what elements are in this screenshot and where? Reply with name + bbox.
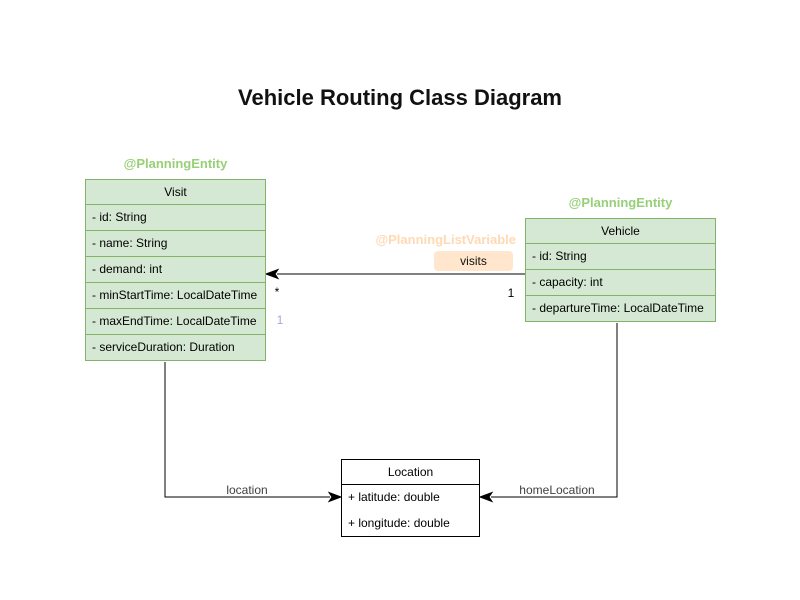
stray-multiplicity-one: 1 [276, 313, 284, 327]
planning-list-variable-annotation: @PlanningListVariable [375, 232, 516, 247]
visits-multiplicity-star: * [274, 285, 280, 299]
vehicle-class-box: Vehicle - id: String - capacity: int - d… [525, 218, 716, 322]
vehicle-attribute: - id: String [526, 244, 715, 270]
location-class-box: Location + latitude: double + longitude:… [341, 459, 480, 537]
vehicle-planning-entity-annotation: @PlanningEntity [568, 195, 673, 210]
visit-attribute: - minStartTime: LocalDateTime [86, 283, 265, 309]
home-location-edge-label: homeLocation [519, 483, 595, 497]
visit-attribute: - id: String [86, 205, 265, 231]
visit-attribute: - serviceDuration: Duration [92, 340, 235, 354]
vehicle-attribute: - capacity: int [526, 270, 715, 296]
visit-attribute: - demand: int [86, 257, 265, 283]
home-location-edge [478, 323, 618, 503]
visit-class-box: Visit - id: String - name: String - dema… [85, 179, 266, 361]
visits-multiplicity-one: 1 [507, 286, 515, 300]
visit-planning-entity-annotation: @PlanningEntity [123, 156, 228, 171]
visit-attribute: - maxEndTime: LocalDateTime [86, 309, 265, 335]
location-class-name: Location [342, 460, 479, 485]
diagram-title: Vehicle Routing Class Diagram [238, 85, 562, 110]
location-edge [164, 362, 343, 503]
visits-edge-label: visits [434, 251, 513, 271]
visit-attribute: - name: String [86, 231, 265, 257]
location-attribute: + longitude: double [348, 516, 450, 530]
location-attribute: + latitude: double [348, 490, 440, 504]
vehicle-attribute: - departureTime: LocalDateTime [532, 301, 704, 315]
location-edge-label: location [226, 483, 268, 497]
visit-class-name: Visit [86, 180, 265, 205]
vehicle-class-name: Vehicle [526, 219, 715, 244]
